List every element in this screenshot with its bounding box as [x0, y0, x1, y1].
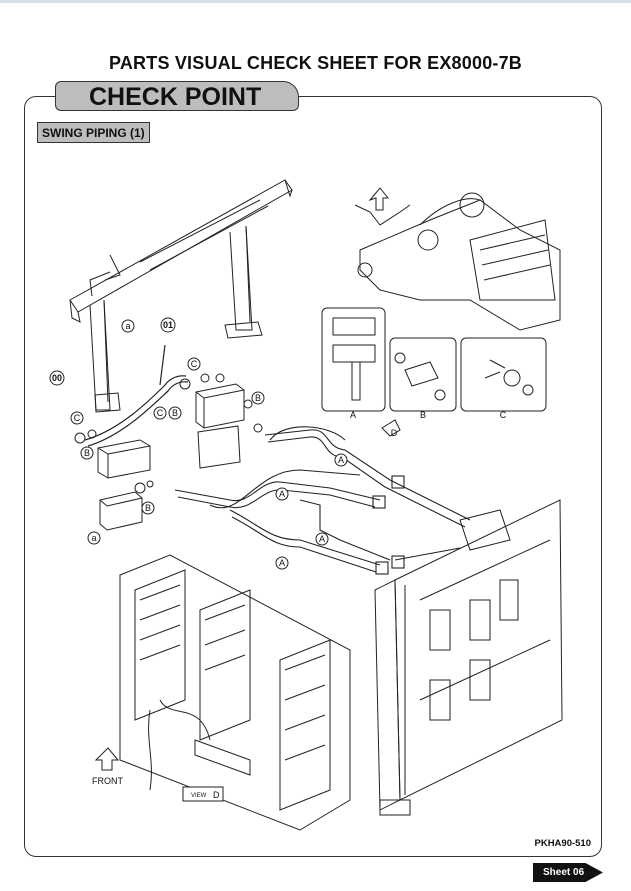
check-point-label: CHECK POINT: [89, 83, 262, 111]
page-title: PARTS VISUAL CHECK SHEET FOR EX8000-7B: [108, 53, 523, 73]
callout-01: [160, 317, 176, 333]
drawing-code: PKHA90-510: [534, 838, 592, 849]
view-letter: D: [213, 790, 220, 800]
pipe-runs: [174, 426, 471, 575]
callout-b-4-text: B: [145, 503, 151, 513]
excavator-inset: [354, 187, 561, 331]
callout-c-2: [70, 411, 84, 425]
swing-piping-drawing: 00 01 a a C C C B B B B A A A A A B C D …: [49, 179, 563, 831]
detail-box-a: [321, 307, 386, 412]
top-rule: [0, 0, 631, 3]
support-frame: [69, 179, 293, 413]
detail-box-c: [460, 337, 547, 412]
callout-b-1: [168, 406, 182, 420]
callout-b-3-text: B: [84, 448, 90, 458]
section-label: SWING PIPING (1): [37, 122, 150, 143]
callout-00: [49, 370, 65, 386]
callout-b-2-text: B: [255, 393, 261, 403]
callout-a-lower-text: a: [91, 533, 96, 543]
detail-label-a: A: [350, 410, 356, 420]
view-d-arrow-icon: [381, 419, 401, 437]
detail-label-b: B: [420, 410, 426, 420]
callout-a-pipe-4: [275, 556, 289, 570]
callout-b-2: [251, 391, 265, 405]
callout-01-text: 01: [163, 320, 173, 330]
callout-a-pipe-4-text: A: [279, 558, 285, 568]
callout-b-4: [141, 501, 155, 515]
callout-c-1-text: C: [191, 359, 198, 369]
detail-box-b: [389, 337, 457, 412]
callout-b-3: [80, 446, 94, 460]
hose-01: [84, 344, 189, 447]
check-point-tab: CHECK POINT: [55, 81, 299, 111]
callout-c-3-text: C: [157, 408, 164, 418]
callout-a-pipe-1: [334, 453, 348, 467]
callout-c-1: [187, 357, 201, 371]
main-frame-right: [374, 499, 563, 816]
callout-a-pipe-2-text: A: [279, 489, 285, 499]
front-arrow-icon: [94, 747, 120, 771]
callout-a-pipe-1-text: A: [338, 455, 344, 465]
callout-c-2-text: C: [74, 413, 81, 423]
callout-a-lower: [87, 531, 101, 545]
callout-00-text: 00: [52, 373, 62, 383]
sheet-tag: Sheet 06: [533, 863, 603, 882]
callout-a-upper-text: a: [125, 321, 130, 331]
lower-valve-bank: [119, 554, 351, 831]
view-label: VIEW: [191, 793, 207, 799]
callout-b-1-text: B: [172, 408, 178, 418]
callout-a-upper: [121, 319, 135, 333]
view-d-box: [182, 786, 224, 802]
callout-a-pipe-2: [275, 487, 289, 501]
front-label: FRONT: [92, 776, 123, 786]
callout-a-pipe-3: [315, 532, 329, 546]
valve-blocks: [74, 373, 263, 531]
callout-a-pipe-3-text: A: [319, 534, 325, 544]
detail-label-c: C: [500, 410, 507, 420]
check-point-frame: [24, 96, 602, 857]
callout-c-3: [153, 406, 167, 420]
